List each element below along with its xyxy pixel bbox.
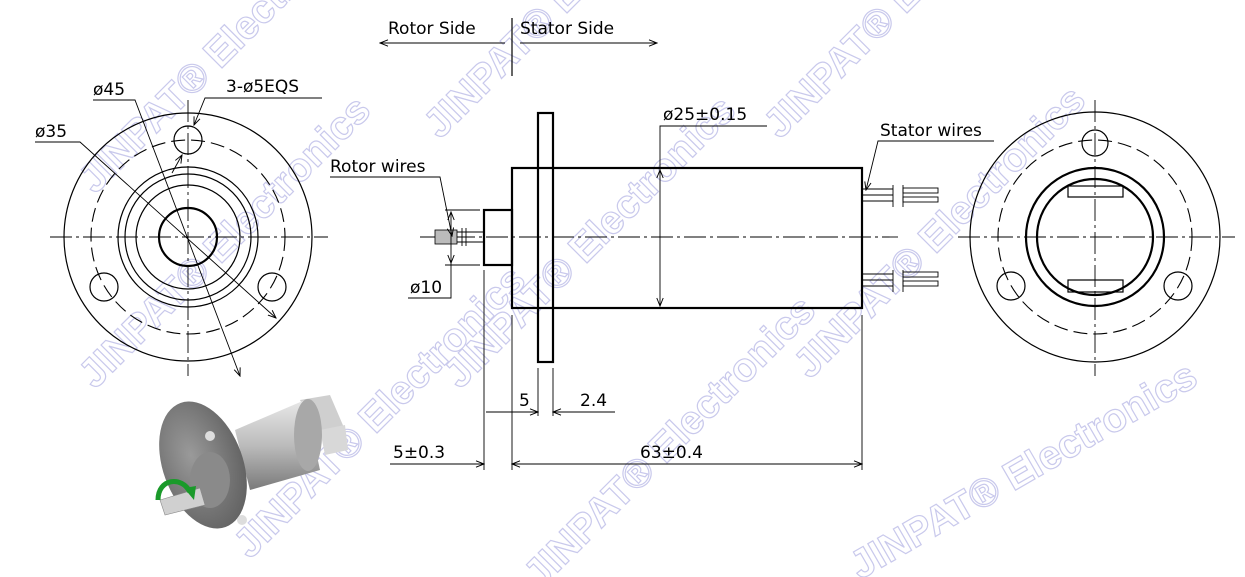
side-indicator: Rotor Side Stator Side	[380, 18, 657, 76]
rotor-end-view: ø45 ø35 3-ø5EQS	[35, 77, 328, 376]
dim-body-diameter: ø25±0.15	[663, 105, 747, 125]
rotor-side-label: Rotor Side	[388, 19, 476, 39]
stator-wires-label: Stator wires	[880, 121, 982, 141]
watermark-text: JINPAT® Electronics	[515, 288, 824, 577]
dim-bolt-circle: ø35	[35, 122, 67, 142]
dim-holes: 3-ø5EQS	[226, 77, 299, 97]
side-view: ø25±0.15 Rotor wires ø10 Stator wires 5 …	[330, 105, 994, 470]
stator-side-label: Stator Side	[520, 19, 614, 39]
dim-shaft-diameter: ø10	[410, 278, 442, 298]
dim-outer-diameter: ø45	[93, 80, 125, 100]
dim-body-length: 63±0.4	[640, 443, 703, 463]
dim-flange-thickness: 2.4	[580, 391, 607, 411]
dim-flange-offset: 5	[519, 391, 530, 411]
rotor-wires-label: Rotor wires	[330, 157, 426, 177]
watermark-text: JINPAT® Electronics	[843, 353, 1205, 577]
stator-end-view	[958, 100, 1235, 376]
dim-shaft-length: 5±0.3	[393, 443, 445, 463]
isometric-illustration	[155, 395, 348, 529]
